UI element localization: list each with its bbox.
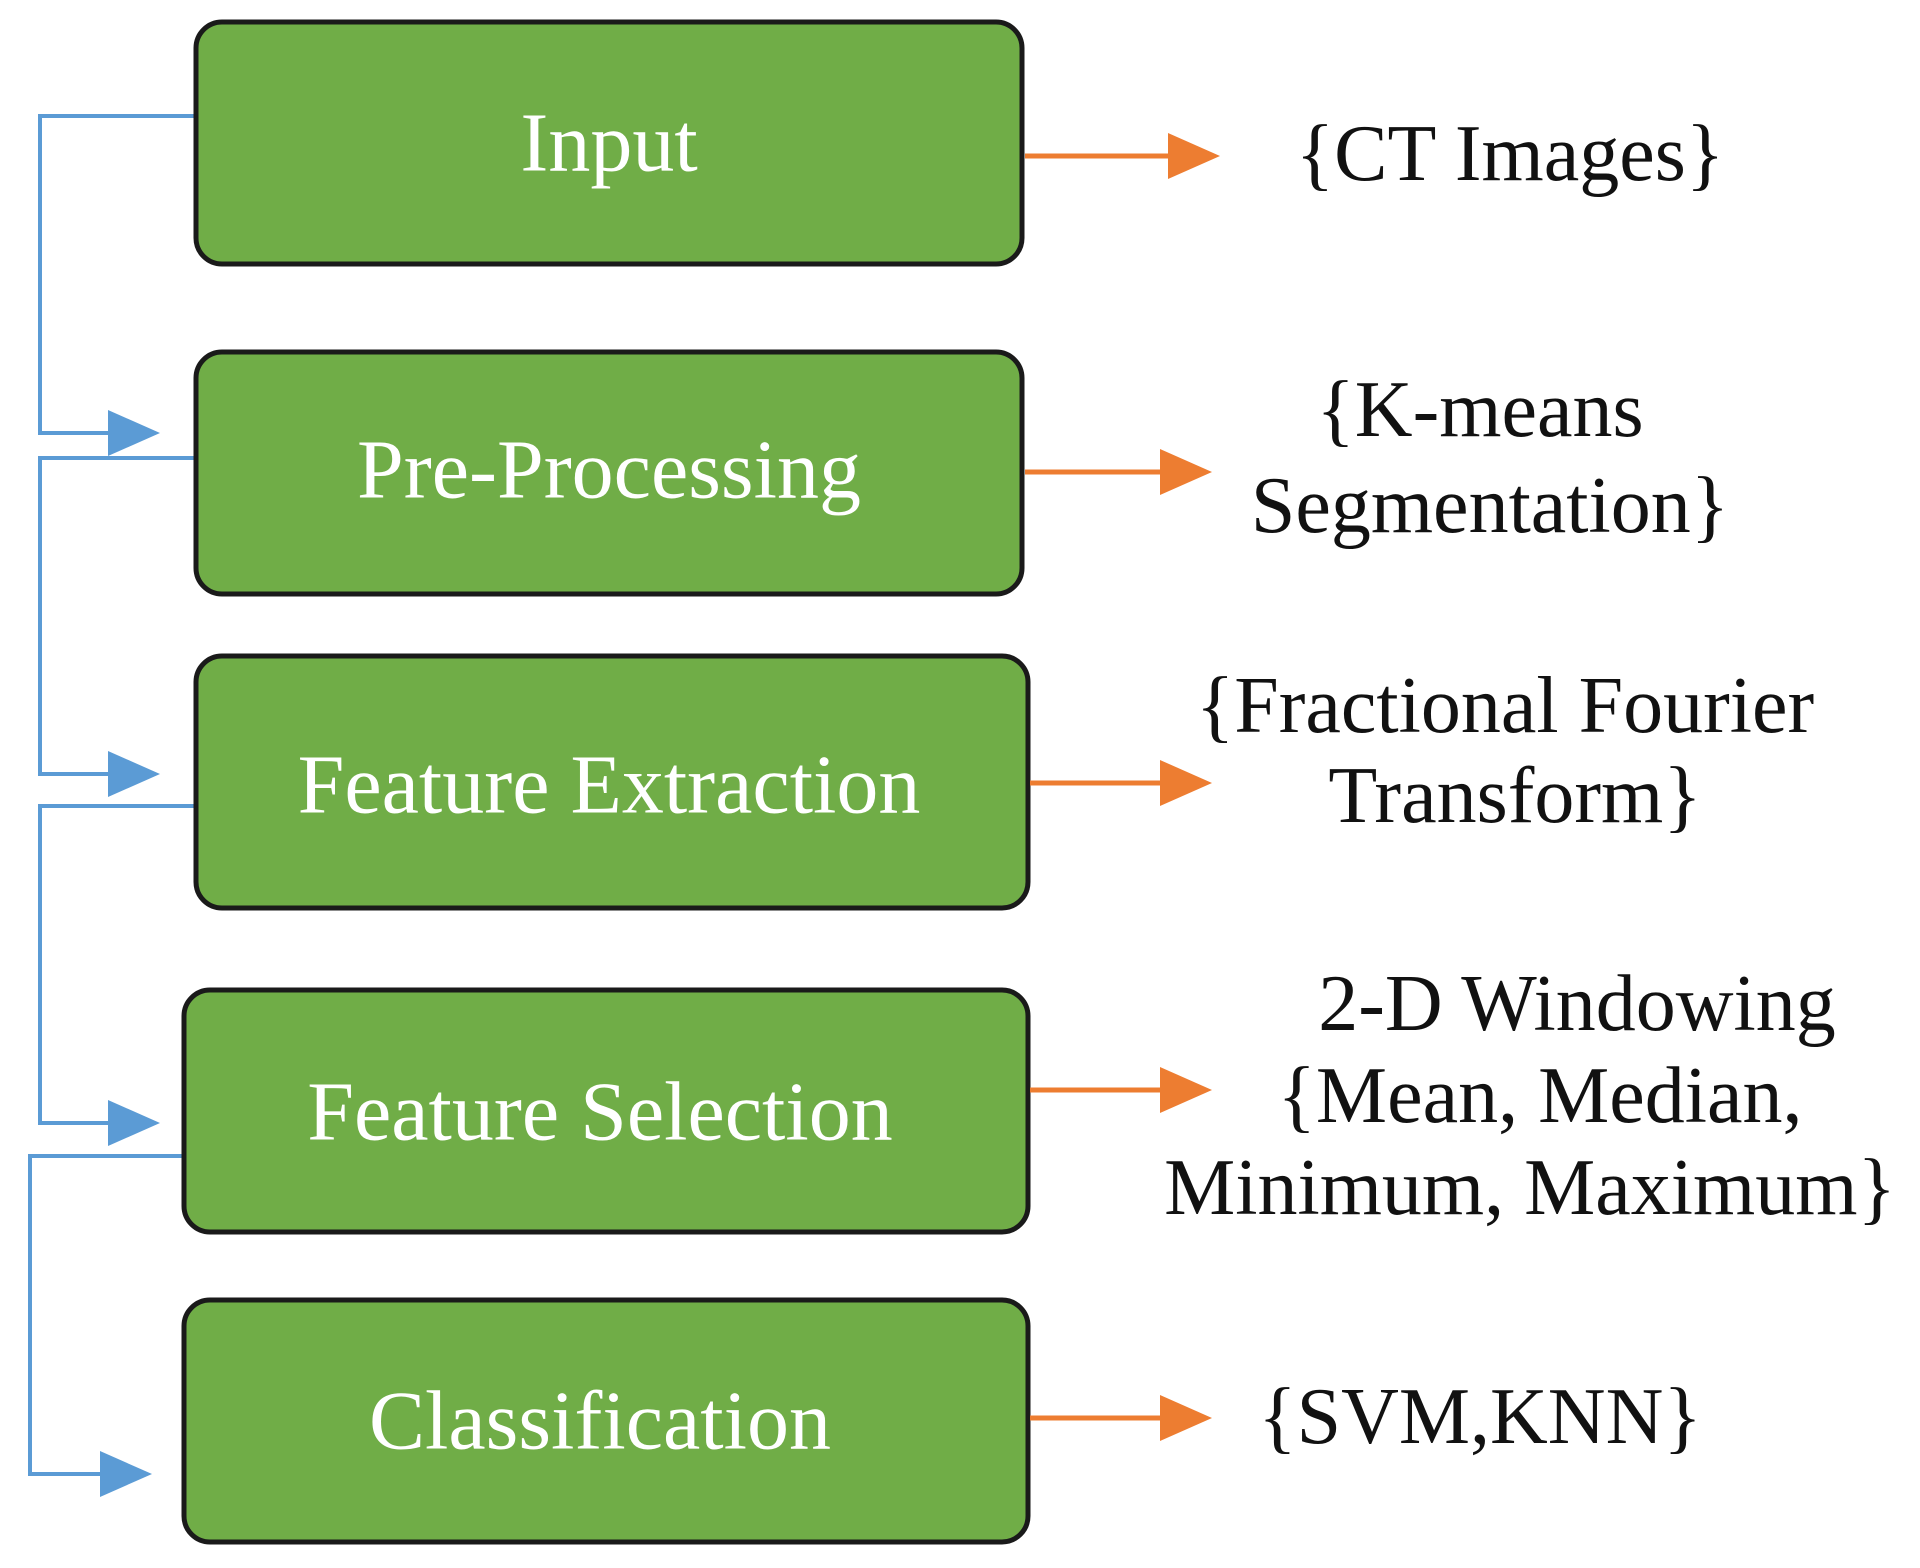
step-classification-label: Classification [369,1375,831,1468]
flow-arrowhead-3 [108,1100,160,1146]
flow-arrowhead-4 [100,1451,152,1497]
step-classification-box [181,1297,1031,1545]
step-pre-processing-label: Pre-Processing [357,424,861,517]
step-classification-detail: {SVM,KNN} [1258,1373,1702,1461]
step-feature-selection-label: Feature Selection [307,1066,892,1159]
step-pre-processing-box [193,349,1025,597]
detail-arrowhead-5 [1160,1395,1212,1441]
flow-arrow-4 [28,1154,184,1497]
flow-arrowhead-1 [108,410,160,456]
step-input-detail: {CT Images} [1296,110,1725,198]
detail-arrowhead-4 [1160,1067,1212,1113]
flow-connectors [28,114,196,1497]
step-classification: Classification {SVM,KNN} [181,1297,1702,1545]
step-feature-selection-box [181,987,1031,1235]
step-feature-extraction: Feature Extraction {Fractional Fourier T… [193,653,1834,911]
detail-arrowhead-3 [1160,760,1212,806]
step-feature-extraction-box [193,653,1031,911]
step-pre-processing-detail: {K-means Segmentation} [1251,366,1729,550]
detail-arrowhead-1 [1168,133,1220,179]
step-input-label: Input [520,97,697,190]
step-feature-selection: Feature Selection 2-D Windowing {Mean, M… [181,960,1896,1235]
step-pre-processing: Pre-Processing {K-means Segmentation} [193,349,1729,597]
flow-arrowhead-2 [108,751,160,797]
flow-arrow-3 [38,804,196,1146]
flow-arrow-1 [38,114,196,456]
flow-arrow-2 [38,456,196,797]
step-input: Input {CT Images} [193,19,1725,267]
detail-arrowhead-2 [1160,449,1212,495]
step-feature-extraction-label: Feature Extraction [298,739,921,832]
step-input-box [193,19,1025,267]
step-feature-extraction-detail: {Fractional Fourier Transform} [1196,662,1834,840]
step-feature-selection-detail: 2-D Windowing {Mean, Median, Minimum, Ma… [1164,960,1896,1232]
